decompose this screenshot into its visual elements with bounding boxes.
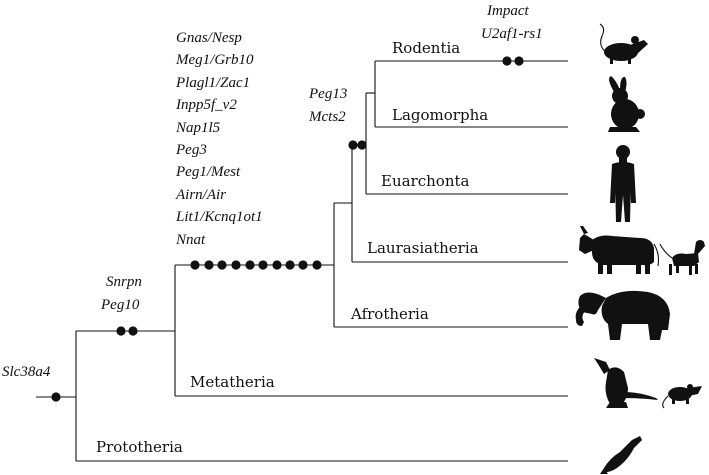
human-icon [610, 145, 636, 222]
event-dot-rodent [502, 56, 512, 66]
platypus-icon [600, 436, 642, 474]
event-dot-therian [116, 326, 126, 336]
gene-eutherian: Meg1/Grb10 [175, 52, 254, 68]
imprinting-events [51, 56, 524, 402]
gene-rodent: U2af1-rs1 [481, 26, 543, 42]
kangaroo-icon [594, 358, 658, 408]
gene-eutherian: Nap1l5 [175, 120, 221, 136]
event-dot-euarchontoglires [357, 140, 367, 150]
animal-silhouettes [575, 23, 705, 474]
mouse-icon [599, 23, 648, 64]
taxon-prototheria: Prototheria [96, 438, 183, 456]
gene-eutherian: Lit1/Kcnq1ot1 [175, 209, 263, 225]
cow-icon [579, 226, 660, 274]
taxon-afrotheria: Afrotheria [350, 305, 429, 323]
gene-root: Slc38a4 [2, 364, 51, 380]
gene-eutherian: Peg3 [175, 142, 207, 158]
gene-euarchontoglires: Peg13 [308, 86, 347, 102]
dog-icon [659, 240, 705, 275]
gene-eutherian: Peg1/Mest [175, 164, 241, 180]
gene-euarchontoglires: Mcts2 [308, 109, 346, 125]
gene-eutherian: Airn/Air [175, 187, 226, 203]
taxon-rodentia: Rodentia [392, 39, 460, 57]
opossum-icon [662, 384, 702, 409]
gene-eutherian: Gnas/Nesp [176, 30, 242, 46]
taxon-labels: Rodentia Lagomorpha Euarchonta Laurasiat… [96, 39, 488, 456]
event-dot-euarchontoglires [348, 140, 358, 150]
gene-therian: Peg10 [100, 297, 140, 313]
event-dot-root [51, 392, 61, 402]
elephant-icon [575, 290, 670, 340]
gene-therian: Snrpn [106, 274, 142, 290]
event-dots-eutherian [190, 260, 322, 270]
taxon-lagomorpha: Lagomorpha [392, 106, 488, 124]
gene-eutherian: Plagl1/Zac1 [175, 75, 250, 91]
taxon-metatheria: Metatheria [190, 373, 275, 391]
gene-labels: Slc38a4 Snrpn Peg10 Gnas/Nesp Meg1/Grb10… [2, 3, 543, 380]
gene-eutherian: Nnat [175, 232, 206, 248]
taxon-laurasiatheria: Laurasiatheria [367, 239, 479, 257]
event-dot-therian [128, 326, 138, 336]
gene-rodent: Impact [486, 3, 529, 19]
gene-eutherian: Inpp5f_v2 [175, 97, 237, 113]
event-dot-rodent [514, 56, 524, 66]
rabbit-icon [608, 76, 645, 132]
taxon-euarchonta: Euarchonta [381, 172, 470, 190]
